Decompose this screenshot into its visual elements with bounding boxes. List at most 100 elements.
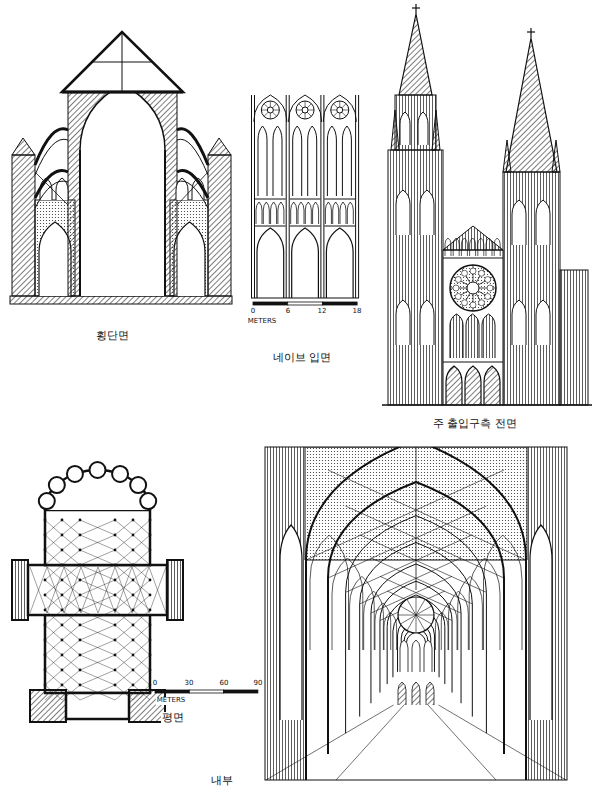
gallery-of-kings: [461, 238, 467, 256]
rib: [115, 550, 133, 565]
buttress: [12, 155, 35, 296]
pier: [61, 684, 64, 687]
tracery: [342, 104, 346, 108]
pier: [44, 564, 47, 567]
tower: [129, 690, 165, 722]
tracery: [416, 615, 434, 616]
clerestory: [441, 603, 457, 650]
rib: [115, 535, 133, 550]
gallery-of-kings: [470, 238, 476, 256]
scale-label: 18: [352, 308, 363, 316]
pier: [114, 549, 117, 552]
shaft: [254, 95, 255, 298]
scale-segment: [253, 302, 288, 305]
rib: [45, 565, 62, 580]
pier: [149, 549, 152, 552]
pier: [79, 564, 82, 567]
scale-segment: [288, 302, 323, 305]
scale-segment: [155, 690, 189, 693]
rib: [62, 610, 80, 625]
clerestory: [484, 535, 523, 650]
rib: [62, 535, 80, 550]
rib: [133, 595, 150, 610]
pier: [44, 669, 47, 672]
rib: [133, 685, 150, 700]
rib: [115, 535, 133, 550]
buttress: [208, 155, 231, 296]
pinnacle: [503, 140, 511, 172]
rib: [45, 670, 62, 685]
rib: [80, 565, 115, 580]
ground: [382, 404, 592, 406]
pier: [44, 639, 47, 642]
tracery: [453, 291, 468, 300]
scale-label: 0: [250, 308, 256, 316]
scale-label: 90: [253, 680, 264, 688]
pier: [149, 579, 152, 582]
rib: [62, 670, 80, 685]
tracery: [343, 110, 349, 111]
rib: [62, 670, 80, 685]
shaft: [289, 95, 290, 298]
tracery: [270, 113, 271, 119]
rib: [133, 655, 150, 670]
tracery: [272, 104, 276, 108]
tracery: [305, 113, 306, 119]
south-spire: [506, 38, 557, 172]
north-tower: [388, 150, 443, 405]
rib: [80, 580, 115, 595]
rib: [115, 640, 133, 655]
rib: [62, 640, 80, 655]
gallery-of-kings: [453, 238, 459, 256]
rib: [133, 550, 150, 565]
rib: [80, 610, 115, 625]
pier: [149, 639, 152, 642]
tower-window: [396, 190, 410, 235]
rib: [80, 655, 115, 670]
rib: [80, 535, 115, 550]
tower-window: [536, 200, 550, 245]
pier: [79, 519, 82, 522]
rib: [45, 580, 62, 595]
south-tower: [503, 172, 560, 405]
tracery: [296, 110, 302, 111]
rib: [80, 655, 115, 670]
pier: [132, 684, 135, 687]
lancet: [327, 126, 336, 196]
ridge-rib: [416, 447, 417, 590]
pinnacle: [432, 110, 440, 150]
clerestory: [384, 612, 397, 650]
bay-arch: [387, 595, 445, 684]
string-course: [324, 226, 355, 227]
tracery: [455, 294, 461, 300]
pier: [44, 579, 47, 582]
scale-segment: [224, 690, 258, 693]
rib: [133, 550, 150, 565]
rib: [64, 567, 81, 613]
pier: [132, 624, 135, 627]
pinnacle: [208, 138, 231, 155]
rib: [45, 580, 62, 595]
aisle-arch: [174, 222, 205, 296]
pier: [132, 669, 135, 672]
lancet: [400, 640, 408, 672]
tracery: [487, 285, 493, 291]
rib: [62, 655, 80, 670]
drawing-title: 주 출입구측 전면: [432, 418, 518, 430]
spire-stage: [395, 95, 436, 150]
rib: [115, 580, 133, 595]
rib: [115, 595, 133, 610]
string-course: [443, 258, 503, 259]
rib: [45, 550, 62, 565]
tie: [35, 172, 68, 205]
aisle-arch: [39, 222, 71, 296]
base: [251, 297, 359, 298]
pier: [149, 624, 152, 627]
rib: [45, 670, 62, 685]
tracery: [479, 300, 485, 306]
rib: [115, 640, 133, 655]
tracery: [342, 112, 346, 116]
aisle-arch: [280, 525, 302, 720]
rib: [115, 610, 133, 625]
rib: [98, 567, 115, 613]
